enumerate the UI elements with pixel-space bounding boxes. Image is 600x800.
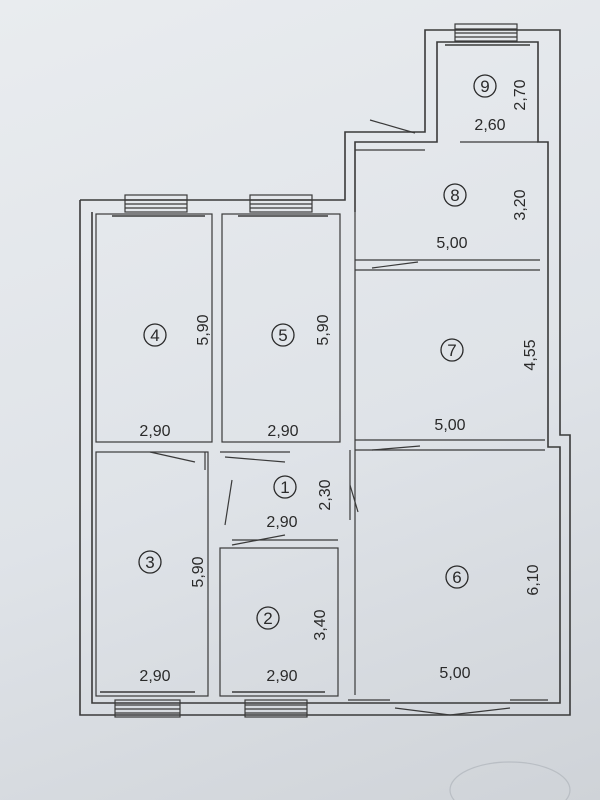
room-6-width: 5,00 — [439, 665, 470, 682]
room-5-length: 5,90 — [315, 314, 332, 345]
room-1-length: 2,30 — [317, 479, 334, 510]
room-4-width: 2,90 — [139, 423, 170, 440]
room-circles — [138, 74, 497, 630]
window-room-5 — [238, 194, 328, 217]
room-9-length: 2,70 — [512, 79, 529, 110]
room-3-number: 3 — [145, 553, 154, 572]
room-2-width: 2,90 — [266, 668, 297, 685]
stamp-mark — [449, 761, 571, 800]
room-4-number: 4 — [150, 326, 159, 345]
room-5-number: 5 — [278, 326, 287, 345]
doors — [149, 119, 421, 546]
room-9-number: 9 — [480, 77, 489, 96]
room-8-length: 3,20 — [512, 189, 529, 220]
room-7-number: 7 — [447, 341, 456, 360]
room-2-length: 3,40 — [312, 609, 329, 640]
room-8-number: 8 — [450, 186, 459, 205]
room-4-length: 5,90 — [195, 314, 212, 345]
room-3-width: 2,90 — [139, 668, 170, 685]
windows — [100, 23, 530, 718]
room-1-number: 1 — [280, 478, 289, 497]
window-room-9 — [445, 23, 530, 46]
outer-walls — [79, 29, 571, 716]
room-1-width: 2,90 — [266, 514, 297, 531]
room-7-length: 4,55 — [522, 339, 539, 370]
length-labels: 2,30 3,40 5,90 5,90 5,90 6,10 4,55 3,20 … — [190, 79, 542, 640]
room-6-number: 6 — [452, 568, 461, 587]
room-8-width: 5,00 — [436, 235, 467, 252]
room-6-length: 6,10 — [525, 564, 542, 595]
room-5-width: 2,90 — [267, 423, 298, 440]
room-numbers: 1 2 3 4 5 6 7 8 9 — [145, 77, 489, 628]
width-labels: 2,90 2,90 2,90 2,90 2,90 5,00 5,00 5,00 … — [139, 117, 505, 685]
room-3-length: 5,90 — [190, 556, 207, 587]
window-room-4 — [112, 194, 205, 217]
room-7-width: 5,00 — [434, 417, 465, 434]
room-9-width: 2,60 — [474, 117, 505, 134]
window-room-3 — [100, 691, 195, 718]
room-2-number: 2 — [263, 609, 272, 628]
window-room-2 — [232, 691, 325, 718]
